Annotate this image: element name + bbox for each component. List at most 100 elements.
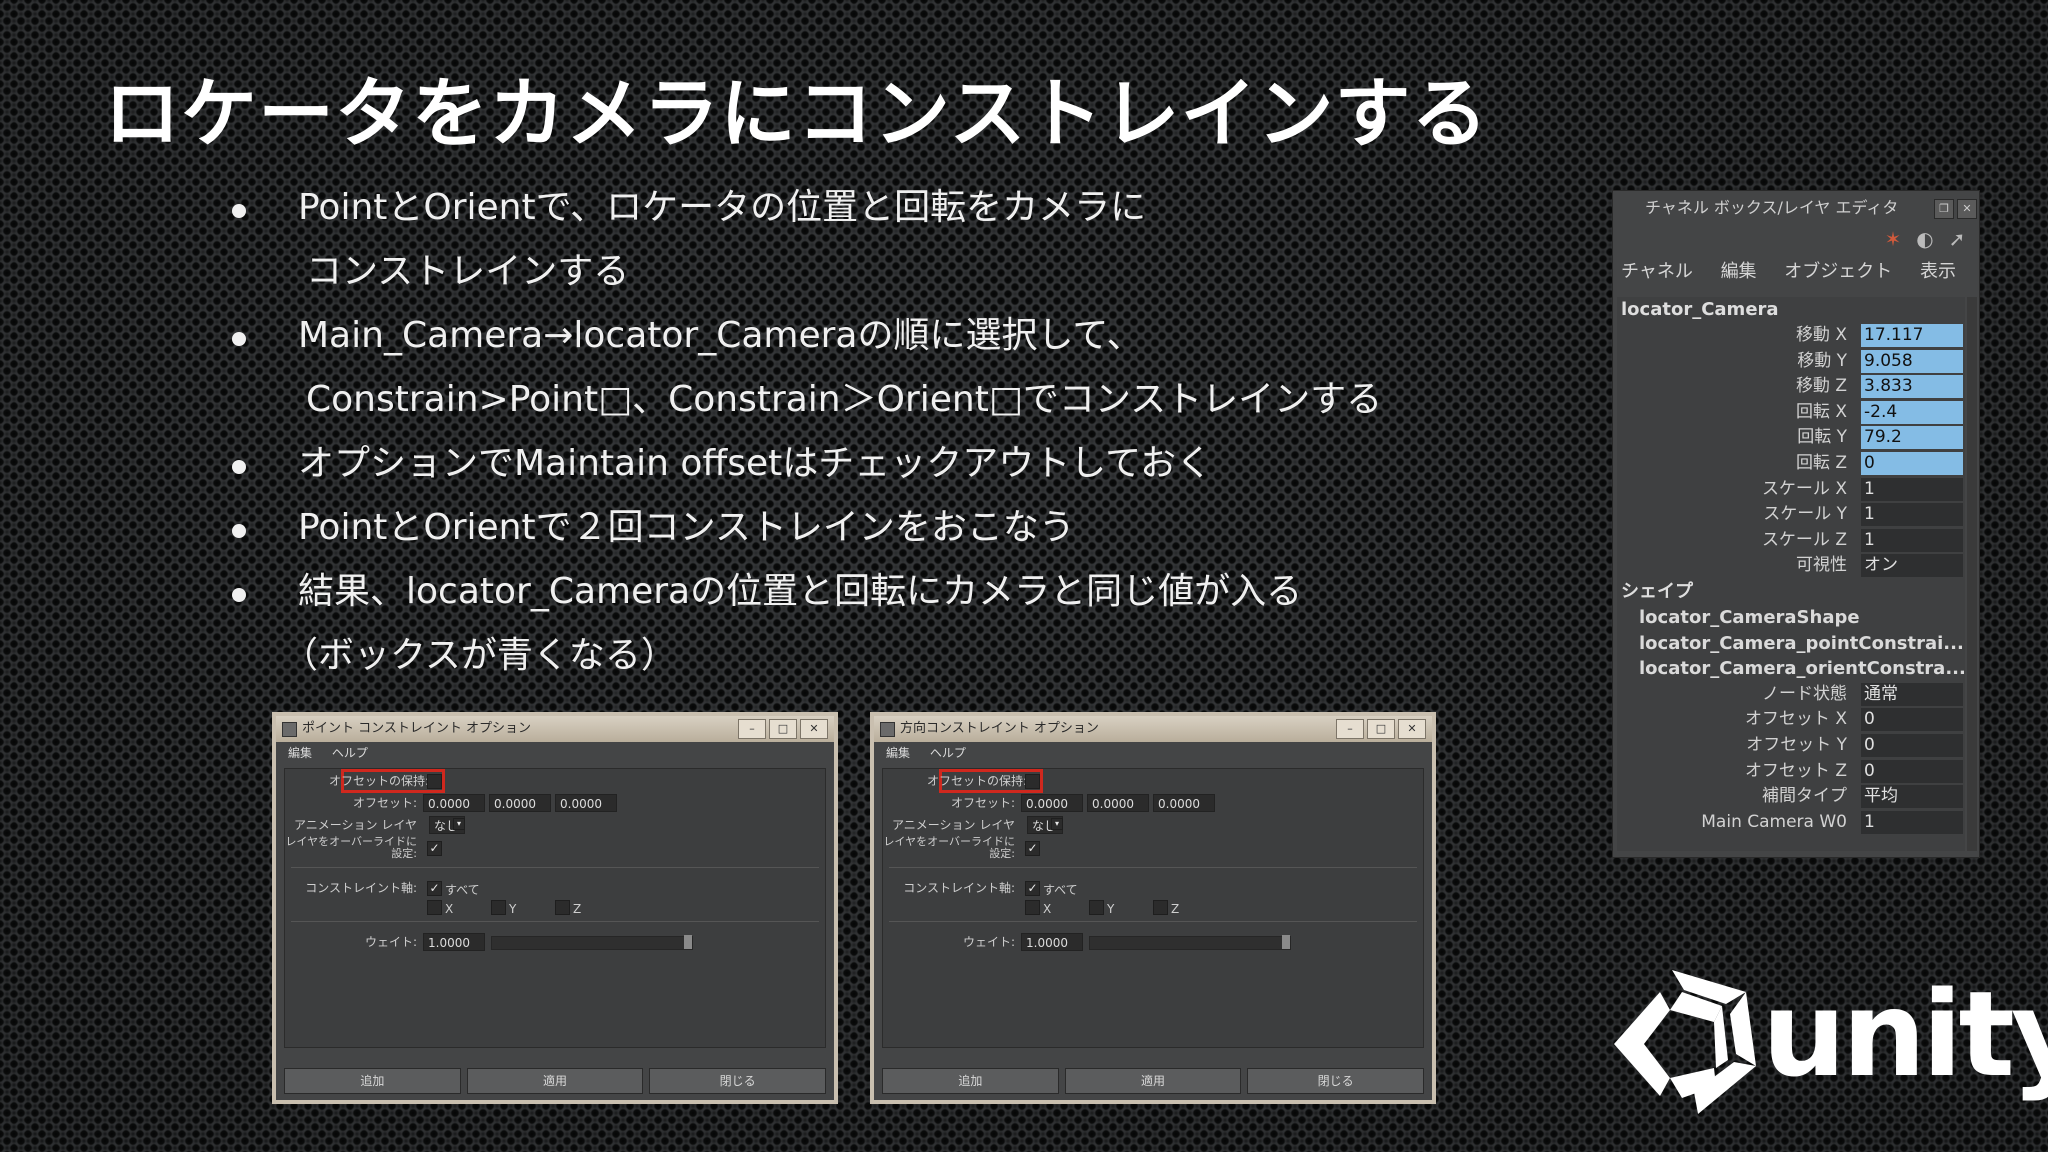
dropdown-arrow-icon[interactable]: ▾	[1051, 818, 1063, 830]
attribute-value[interactable]: 0	[1861, 733, 1963, 757]
dialog-buttons: 追加 適用 閉じる	[284, 1068, 827, 1094]
menu-edit[interactable]: 編集	[886, 746, 911, 760]
apply-button[interactable]: 適用	[466, 1068, 644, 1094]
attribute-name[interactable]: スケール Y	[1763, 504, 1847, 525]
offset-y-field[interactable]: 0.0000	[1087, 794, 1149, 812]
shapes-header: シェイプ	[1621, 580, 1693, 602]
axis-y-checkbox[interactable]	[1089, 900, 1104, 915]
bullet-dot	[232, 460, 246, 474]
object-name[interactable]: locator_Camera	[1621, 299, 1779, 320]
axis-z-checkbox[interactable]	[555, 900, 570, 915]
weight-field[interactable]: 1.0000	[1021, 933, 1083, 951]
maintain-offset-checkbox[interactable]	[1025, 774, 1040, 789]
axis-y-checkbox[interactable]	[491, 900, 506, 915]
menu-help[interactable]: ヘルプ	[929, 746, 966, 760]
attribute-value[interactable]: 通常	[1861, 682, 1963, 706]
slider-handle[interactable]	[684, 935, 692, 949]
channel-box-titlebar[interactable]: チャネル ボックス/レイヤ エディタ ❐ ✕	[1613, 191, 1979, 225]
attribute-name[interactable]: 回転 X	[1795, 401, 1847, 422]
close-icon[interactable]: ✕	[800, 719, 828, 739]
shape-item[interactable]: locator_CameraShape	[1639, 606, 1860, 628]
attribute-name[interactable]: オフセット Y	[1746, 734, 1847, 755]
attribute-value[interactable]: 1	[1861, 528, 1963, 552]
axis-x-checkbox[interactable]	[427, 900, 442, 915]
close-button[interactable]: 閉じる	[649, 1068, 827, 1094]
menu-edit[interactable]: 編集	[1720, 261, 1757, 282]
dialog-titlebar[interactable]: ポイント コンストレイント オプション – □ ✕	[276, 716, 834, 742]
dropdown-arrow-icon[interactable]: ▾	[453, 818, 465, 830]
attribute-value[interactable]: 0	[1861, 451, 1963, 475]
attribute-name[interactable]: Main Camera W0	[1701, 811, 1847, 832]
slide-title: ロケータをカメラにコンストレインする	[104, 69, 1489, 158]
dialog-titlebar[interactable]: 方向コンストレイント オプション – □ ✕	[874, 716, 1432, 742]
attribute-value[interactable]: 0	[1861, 759, 1963, 783]
offset-x-field[interactable]: 0.0000	[1021, 794, 1083, 812]
attribute-name[interactable]: オフセット Z	[1744, 760, 1847, 781]
menu-channels[interactable]: チャネル	[1621, 261, 1693, 282]
weight-slider[interactable]	[491, 935, 693, 950]
attribute-value[interactable]: 0	[1861, 708, 1963, 732]
scrollbar[interactable]	[1967, 297, 1977, 851]
menu-object[interactable]: オブジェクト	[1784, 261, 1893, 282]
offset-z-field[interactable]: 0.0000	[555, 794, 617, 812]
attribute-name[interactable]: スケール X	[1761, 478, 1847, 499]
override-checkbox[interactable]: ✓	[1025, 841, 1040, 856]
bullet-tail-note: （ボックスが青くなる）	[282, 635, 677, 676]
shape-item[interactable]: locator_Camera_pointConstrai...	[1639, 632, 1964, 654]
axis-x-checkbox[interactable]	[1025, 900, 1040, 915]
offset-z-field[interactable]: 0.0000	[1153, 794, 1215, 812]
attribute-name[interactable]: スケール Z	[1761, 529, 1847, 550]
attribute-name[interactable]: 回転 Z	[1795, 452, 1847, 473]
weight-label: ウェイト:	[962, 935, 1015, 949]
attribute-value[interactable]: 1	[1861, 810, 1963, 834]
slider-handle[interactable]	[1282, 935, 1290, 949]
attribute-row: 回転 Y 79.2	[1617, 425, 1965, 451]
maintain-offset-checkbox[interactable]	[427, 774, 442, 789]
attribute-value[interactable]: 9.058	[1861, 349, 1963, 373]
axis-manipulator-icon[interactable]: ✶	[1884, 227, 1902, 251]
close-icon[interactable]: ✕	[1957, 199, 1977, 219]
attribute-name[interactable]: ノード状態	[1762, 683, 1847, 704]
add-button[interactable]: 追加	[284, 1068, 461, 1094]
half-circle-icon[interactable]: ◐	[1916, 227, 1934, 251]
menu-show[interactable]: 表示	[1920, 261, 1957, 282]
attribute-value[interactable]: 平均	[1861, 785, 1963, 809]
axis-all-checkbox[interactable]: ✓	[1025, 881, 1040, 896]
attribute-value[interactable]: -2.4	[1861, 400, 1963, 424]
weight-field[interactable]: 1.0000	[423, 933, 485, 951]
close-icon[interactable]: ✕	[1398, 719, 1426, 739]
attribute-name[interactable]: 移動 X	[1795, 325, 1847, 345]
attribute-name[interactable]: 移動 Z	[1795, 376, 1847, 397]
float-icon[interactable]: ❐	[1934, 199, 1954, 219]
attribute-name[interactable]: 可視性	[1796, 555, 1847, 576]
dialog-title: ポイント コンストレイント オプション	[302, 721, 532, 736]
attribute-name[interactable]: 回転 Y	[1797, 427, 1847, 448]
menu-edit[interactable]: 編集	[288, 746, 313, 760]
menu-help[interactable]: ヘルプ	[331, 746, 368, 760]
attribute-value[interactable]: 1	[1861, 477, 1963, 501]
axis-z-checkbox[interactable]	[1153, 900, 1168, 915]
offset-y-field[interactable]: 0.0000	[489, 794, 551, 812]
add-button[interactable]: 追加	[882, 1068, 1059, 1094]
maximize-icon[interactable]: □	[1367, 719, 1395, 739]
attribute-name[interactable]: オフセット X	[1744, 709, 1847, 730]
attribute-value[interactable]: 1	[1861, 503, 1963, 527]
arrow-icon[interactable]: ➚	[1948, 227, 1966, 251]
apply-button[interactable]: 適用	[1064, 1068, 1242, 1094]
override-checkbox[interactable]: ✓	[427, 841, 442, 856]
offset-x-field[interactable]: 0.0000	[423, 794, 485, 812]
minimize-icon[interactable]: –	[1336, 719, 1364, 739]
attribute-value[interactable]: 79.2	[1861, 426, 1963, 450]
minimize-icon[interactable]: –	[738, 719, 766, 739]
shape-item[interactable]: locator_Camera_orientConstra...	[1639, 658, 1965, 680]
weight-slider[interactable]	[1089, 935, 1291, 950]
attribute-name[interactable]: 補間タイプ	[1762, 786, 1847, 807]
attribute-value[interactable]: 17.117	[1861, 324, 1963, 347]
override-label: レイヤをオーバーライドに	[285, 835, 417, 848]
attribute-value[interactable]: オン	[1861, 554, 1963, 578]
maximize-icon[interactable]: □	[769, 719, 797, 739]
close-button[interactable]: 閉じる	[1247, 1068, 1425, 1094]
attribute-value[interactable]: 3.833	[1861, 375, 1963, 399]
attribute-name[interactable]: 移動 Y	[1797, 350, 1847, 371]
axis-all-checkbox[interactable]: ✓	[427, 881, 442, 896]
